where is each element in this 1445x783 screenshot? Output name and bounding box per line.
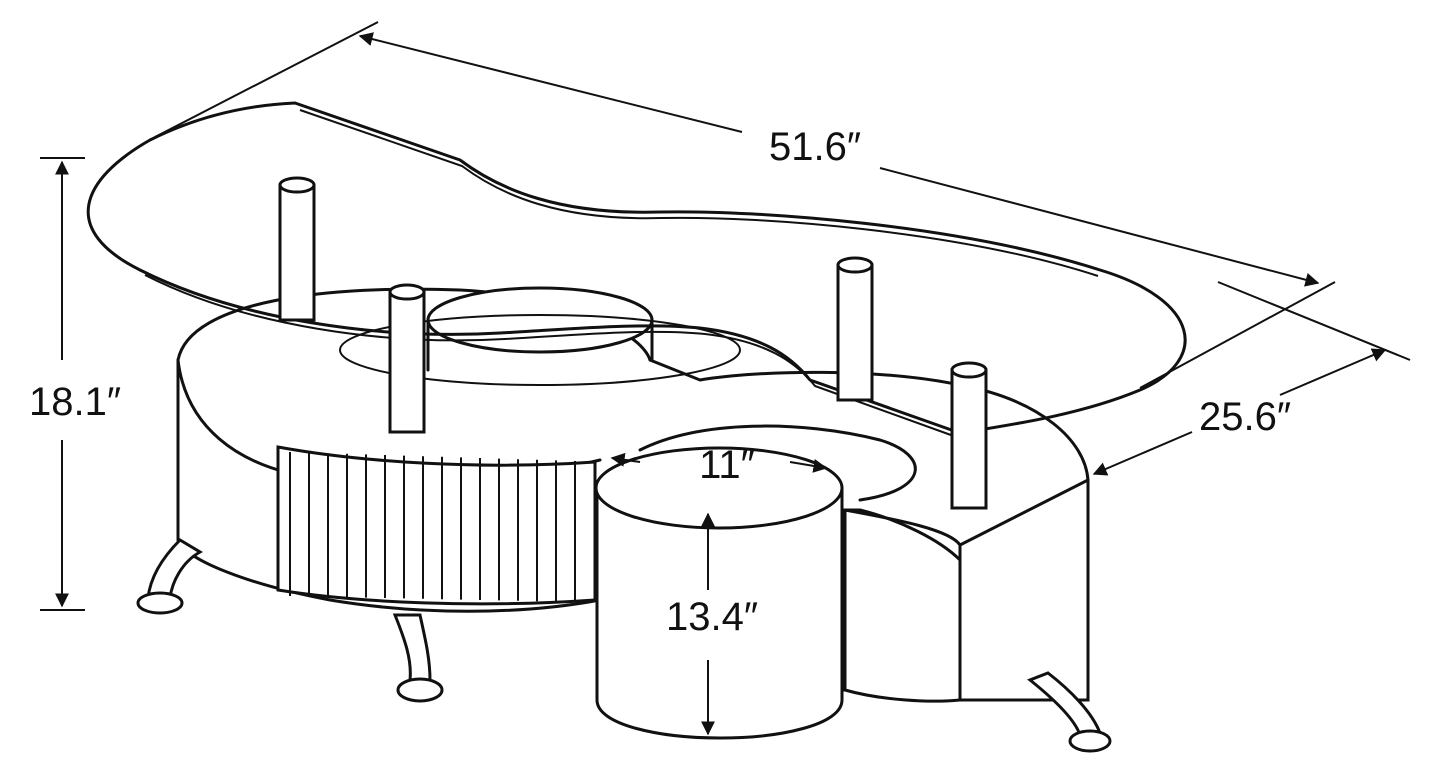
height-label: 18.1″: [29, 380, 121, 424]
ottoman-diameter-label: 11″: [699, 443, 755, 487]
slatted-door: [276, 445, 597, 606]
round-ottoman: [594, 446, 844, 740]
inner-stool-top: [339, 286, 741, 386]
depth-label: 25.6″: [1199, 395, 1291, 439]
support-posts: [278, 176, 988, 510]
dimension-lines: [40, 21, 1411, 736]
glass-top: [86, 101, 1187, 440]
length-label: 51.6″: [769, 125, 861, 169]
ottoman-height-label: 13.4″: [666, 595, 758, 639]
table-legs: [136, 538, 1112, 753]
